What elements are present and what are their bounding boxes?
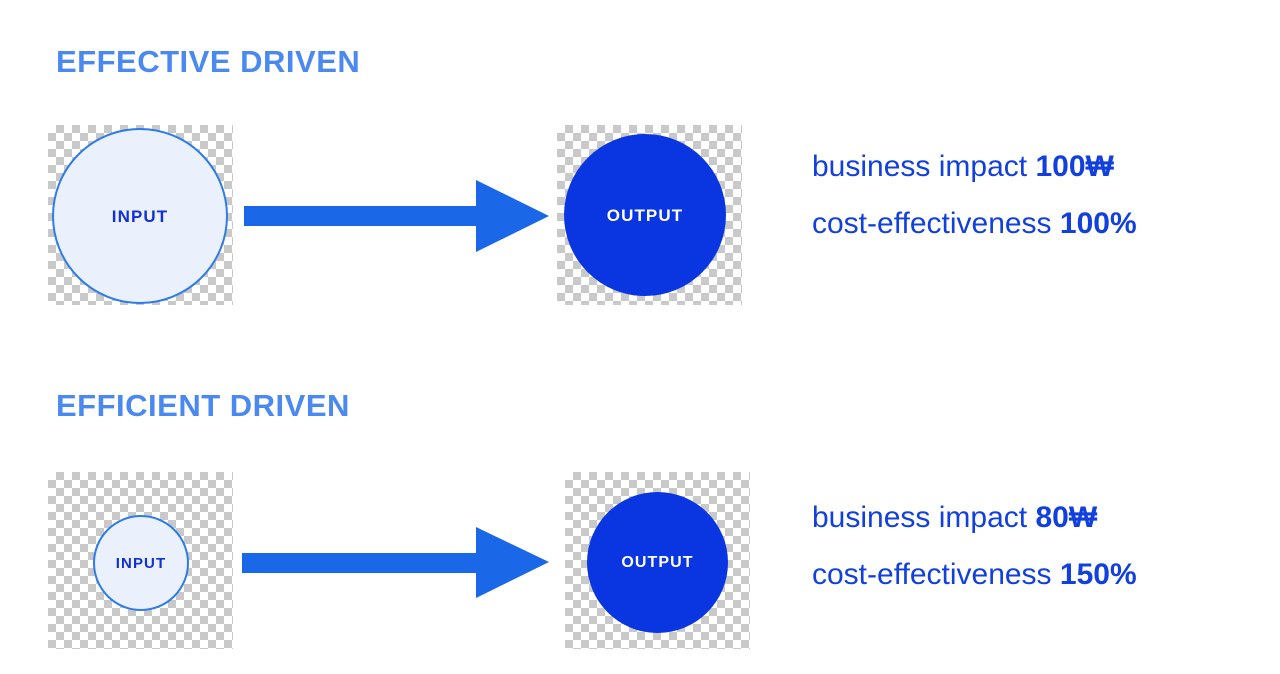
- metric-business-impact-1-value: 100₩: [1035, 150, 1114, 183]
- input-node-2-label: INPUT: [115, 554, 167, 572]
- metric-business-impact-2: business impact 80₩: [812, 503, 1137, 533]
- metric-cost-effectiveness-2: cost-effectiveness 150%: [812, 560, 1137, 590]
- output-node-2: OUTPUT: [587, 492, 728, 633]
- input-node-2: INPUT: [93, 515, 189, 611]
- metric-cost-effectiveness-1-label: cost-effectiveness: [812, 207, 1052, 240]
- metric-business-impact-1: business impact 100₩: [812, 152, 1137, 182]
- metric-cost-effectiveness-2-label: cost-effectiveness: [812, 558, 1052, 591]
- metric-cost-effectiveness-1: cost-effectiveness 100%: [812, 209, 1137, 239]
- metric-cost-effectiveness-1-value: 100%: [1059, 207, 1137, 240]
- metric-business-impact-1-label: business impact: [812, 150, 1028, 183]
- metric-business-impact-2-value: 80₩: [1035, 501, 1098, 534]
- output-node-1: OUTPUT: [564, 134, 726, 296]
- arrow-right-icon-2: [242, 527, 549, 598]
- input-node-1-label: INPUT: [111, 206, 169, 226]
- output-node-2-label: OUTPUT: [621, 553, 694, 571]
- output-node-1-label: OUTPUT: [606, 205, 684, 225]
- section-title-effective: EFFECTIVE DRIVEN: [56, 44, 361, 79]
- metric-business-impact-2-label: business impact: [812, 501, 1028, 534]
- arrow-right-icon-1: [244, 180, 549, 252]
- metric-cost-effectiveness-2-value: 150%: [1059, 558, 1137, 591]
- section-title-efficient: EFFICIENT DRIVEN: [56, 388, 350, 423]
- input-node-1: INPUT: [52, 128, 228, 304]
- metrics-group-1: business impact 100₩ cost-effectiveness …: [812, 152, 1137, 239]
- metrics-group-2: business impact 80₩ cost-effectiveness 1…: [812, 503, 1137, 590]
